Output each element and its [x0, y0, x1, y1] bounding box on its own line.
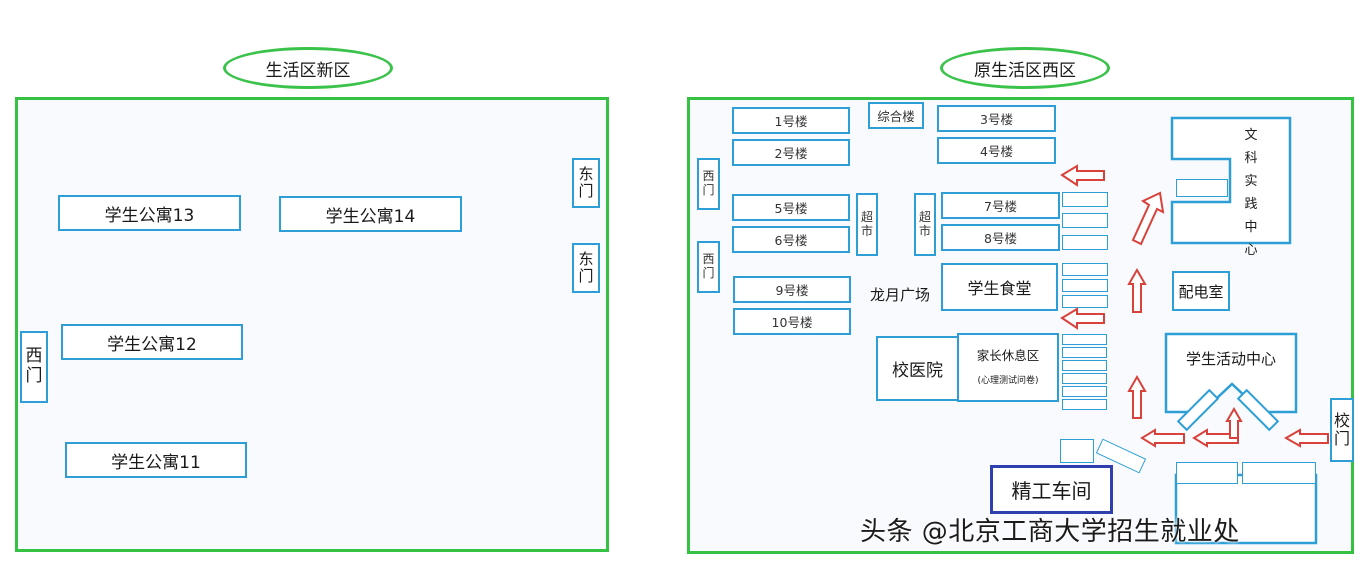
watermark-text: 头条 @北京工商大学招生就业处	[860, 517, 1240, 547]
small-label-box	[1062, 295, 1108, 308]
small-label-box	[1062, 263, 1108, 276]
building-5[interactable]: 5号楼	[732, 194, 850, 221]
supermarket-2[interactable]: 超市	[914, 193, 936, 256]
plaza-label: 龙月广场	[870, 286, 931, 304]
building-1[interactable]: 1号楼	[732, 107, 850, 134]
small-label-box	[1176, 462, 1238, 484]
building-apartment-12[interactable]: 学生公寓12	[61, 324, 243, 360]
building-apartment-14[interactable]: 学生公寓14	[279, 196, 462, 232]
small-label-box	[1062, 386, 1107, 397]
small-label-box	[1062, 235, 1108, 250]
building-apartment-11[interactable]: 学生公寓11	[65, 442, 247, 478]
building-canteen[interactable]: 学生食堂	[941, 263, 1058, 311]
building-10[interactable]: 10号楼	[733, 308, 851, 335]
small-label-box	[1242, 462, 1316, 484]
building-precision-workshop[interactable]: 精工车间	[990, 465, 1113, 514]
building-6[interactable]: 6号楼	[732, 226, 850, 253]
parent-lounge-sublabel: (心理测试问卷)	[977, 375, 1039, 386]
building-student-activity-center[interactable]: 学生活动中心	[1185, 350, 1276, 368]
old-zone-title: 原生活区西区	[940, 47, 1110, 89]
building-3[interactable]: 3号楼	[937, 105, 1056, 132]
gate-west[interactable]: 西门	[20, 331, 48, 403]
building-7[interactable]: 7号楼	[941, 192, 1060, 219]
small-label-box	[1062, 213, 1108, 228]
building-9[interactable]: 9号楼	[733, 276, 851, 303]
building-2[interactable]: 2号楼	[732, 139, 850, 166]
small-label-box	[1062, 347, 1107, 358]
building-apartment-13[interactable]: 学生公寓13	[58, 195, 241, 231]
small-label-box	[1062, 279, 1108, 292]
building-arts-practice-center[interactable]: 文科实践中心	[1244, 128, 1258, 258]
gate-west-old-1[interactable]: 西门	[697, 158, 720, 210]
gate-school[interactable]: 校门	[1330, 398, 1354, 462]
small-label-box	[1062, 334, 1107, 345]
building-8[interactable]: 8号楼	[941, 224, 1060, 251]
gate-east-2[interactable]: 东门	[572, 243, 600, 293]
new-zone-title: 生活区新区	[223, 47, 393, 89]
small-label-box	[1062, 360, 1107, 371]
arts-lab-room	[1176, 179, 1228, 197]
small-label-box	[1062, 373, 1107, 384]
building-4[interactable]: 4号楼	[937, 137, 1056, 164]
gate-west-old-2[interactable]: 西门	[697, 241, 720, 293]
small-label-box	[1062, 399, 1107, 410]
gate-east-1[interactable]: 东门	[572, 158, 600, 208]
building-hospital[interactable]: 校医院	[876, 336, 959, 401]
small-label-box	[1062, 192, 1108, 207]
building-parent-lounge[interactable]: 家长休息区 (心理测试问卷)	[957, 333, 1059, 402]
supermarket-1[interactable]: 超市	[856, 193, 878, 256]
small-label-box	[1060, 439, 1094, 463]
parent-lounge-label: 家长休息区	[976, 348, 1040, 364]
building-power-room[interactable]: 配电室	[1172, 271, 1230, 311]
building-composite[interactable]: 综合楼	[868, 102, 924, 129]
